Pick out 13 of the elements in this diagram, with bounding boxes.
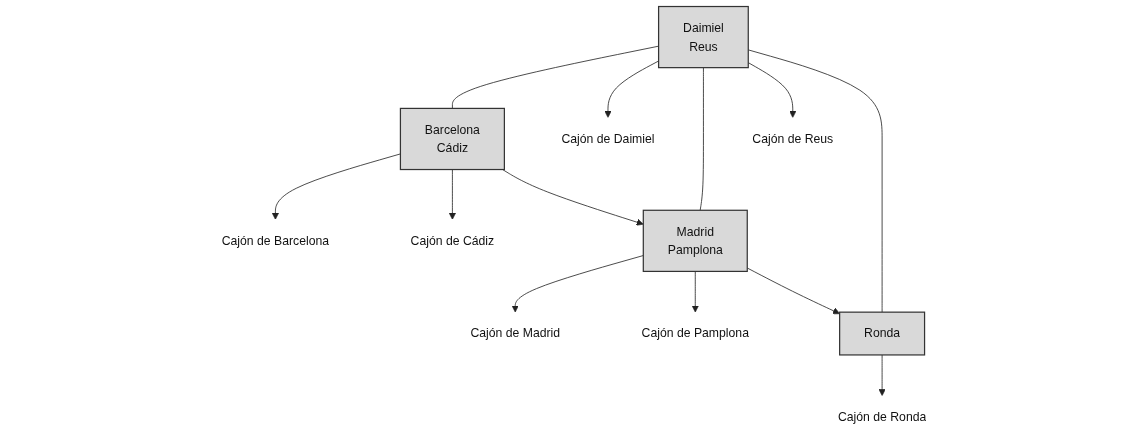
node-text: Cajón de Reus	[752, 131, 834, 146]
node-text: Cajón de Daimiel	[561, 131, 655, 146]
node-text: Cajón de Cádiz	[410, 233, 495, 248]
node-box: Ronda	[839, 311, 926, 356]
node-text: Cajón de Barcelona	[221, 233, 330, 248]
connector	[452, 45, 659, 109]
node-text: Cajón de Madrid	[470, 326, 561, 340]
node-box: Daimiel Reus	[658, 5, 749, 69]
node-text: Cajón de Ronda	[837, 409, 927, 424]
connector	[699, 67, 704, 211]
node-box: Madrid Pamplona	[642, 209, 748, 272]
node-box: Barcelona Cádiz	[399, 107, 505, 171]
node-text: Cajón de Pamplona	[641, 326, 749, 340]
